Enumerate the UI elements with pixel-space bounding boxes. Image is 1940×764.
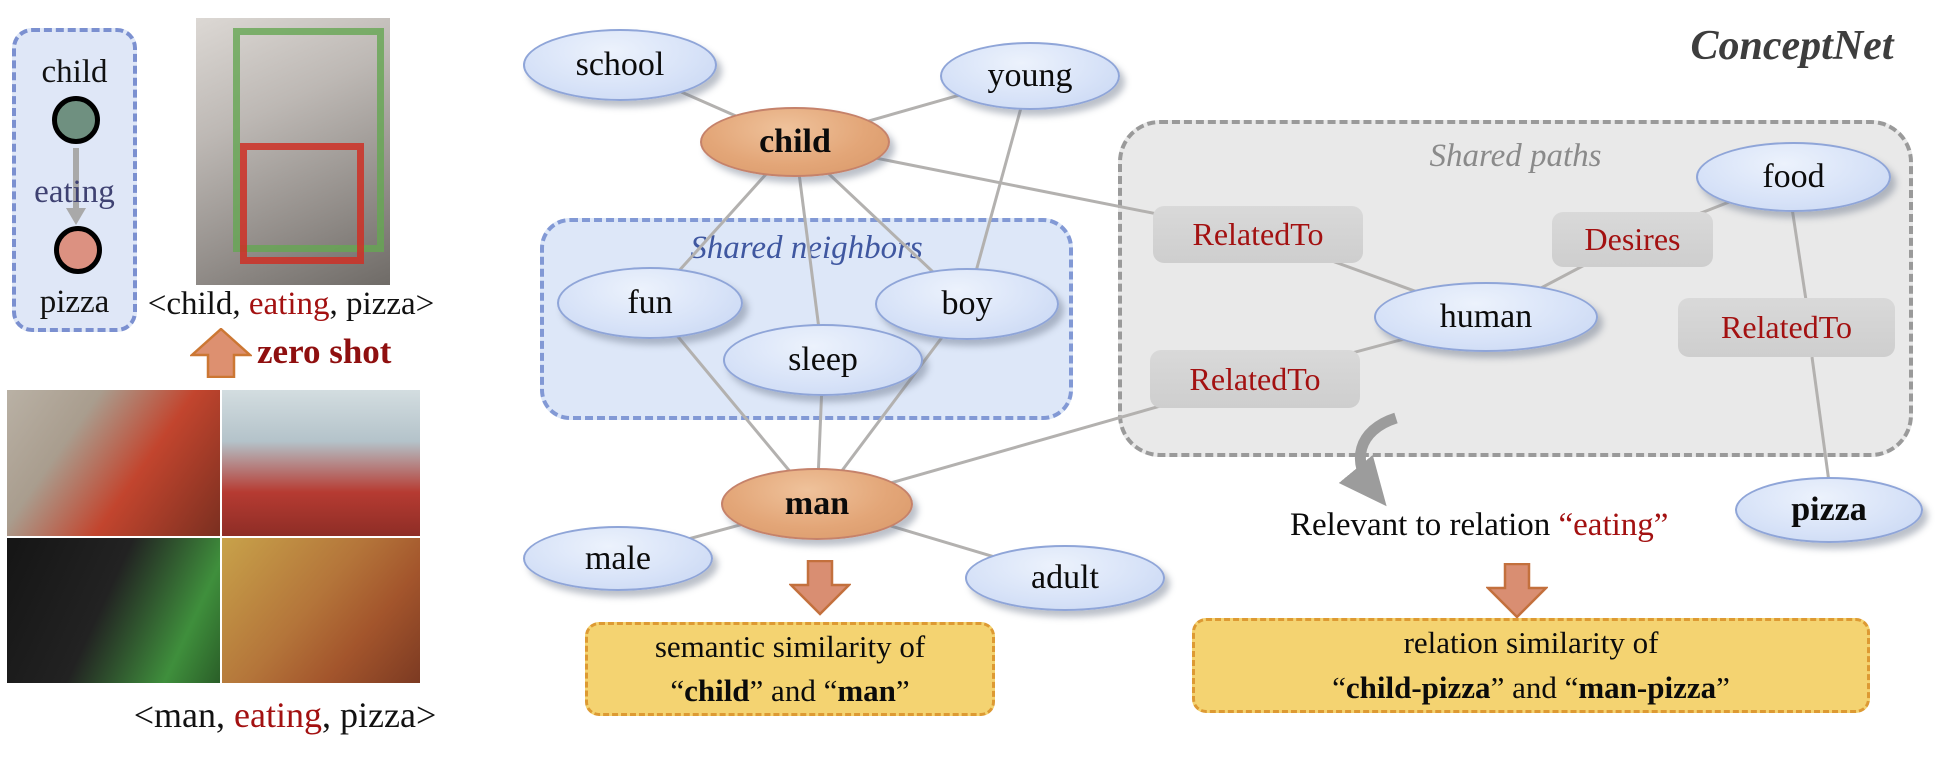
eating-arrow	[66, 148, 86, 225]
node-man-label: man	[784, 485, 850, 522]
relation-mid: ” and “	[1490, 669, 1579, 705]
shared-paths-label: Shared paths	[1429, 138, 1602, 174]
node-school-label: school	[575, 46, 665, 83]
child-eating-pizza-photo	[196, 18, 390, 285]
semantic-term-man: man	[837, 673, 896, 708]
zero-shot-up-arrow	[190, 328, 252, 378]
node-food-label: food	[1762, 158, 1825, 195]
node-human-label: human	[1439, 298, 1533, 335]
semantic-q2: ”	[895, 673, 910, 708]
photo-man-green-shirt	[7, 538, 220, 683]
node-food: food	[1696, 142, 1891, 212]
man-eating-pizza-photos	[7, 390, 420, 683]
caption-child-relation: eating	[248, 286, 330, 322]
object-node-circle	[54, 226, 102, 274]
node-child-label: child	[759, 123, 831, 160]
pizza-bounding-box	[240, 143, 364, 264]
semantic-similarity-arrow	[789, 560, 851, 616]
relation-relatedto-2: RelatedTo	[1150, 350, 1360, 408]
node-adult: adult	[965, 545, 1165, 611]
node-human: human	[1374, 282, 1598, 352]
semantic-similarity-line1: semantic similarity of	[654, 628, 926, 664]
man-triple-caption: <man, eating, pizza>	[130, 694, 440, 736]
relation-similarity-box: relation similarity of “child-pizza” and…	[1192, 618, 1870, 713]
node-sleep: sleep	[723, 324, 923, 396]
semantic-similarity-line2: “child” and “man”	[670, 669, 909, 713]
subject-node-circle	[52, 96, 100, 144]
relation-relatedto-3-label: RelatedTo	[1720, 309, 1853, 345]
relation-desires-label: Desires	[1584, 221, 1681, 257]
node-sleep-label: sleep	[788, 341, 858, 378]
caption-man-relation: eating	[234, 695, 322, 735]
conceptnet-title: ConceptNet	[1690, 23, 1894, 69]
triple-object-label: pizza	[39, 284, 110, 320]
relevant-relation-note: Relevant to relation “eating”	[1290, 507, 1668, 544]
relation-relatedto-1-label: RelatedTo	[1192, 216, 1324, 252]
relation-q1: “	[1332, 669, 1346, 705]
triple-diagram-box: child eating pizza	[12, 28, 137, 332]
semantic-q1: “	[670, 673, 685, 708]
relation-desires: Desires	[1552, 212, 1713, 267]
caption-man-pre: <man,	[133, 695, 235, 735]
relevant-note-highlight: “eating”	[1558, 507, 1669, 543]
relation-q2: ”	[1716, 669, 1730, 705]
relation-similarity-line2: “child-pizza” and “man-pizza”	[1332, 666, 1730, 710]
photo-man-glasses	[7, 390, 220, 536]
person-bounding-box	[233, 28, 384, 252]
node-male-label: male	[584, 539, 652, 577]
semantic-term-child: child	[684, 673, 750, 708]
node-young: young	[940, 42, 1120, 110]
relation-term-child-pizza: child-pizza	[1345, 669, 1491, 705]
relevant-note-pre: Relevant to relation	[1290, 507, 1559, 543]
child-triple-caption: <child, eating, pizza>	[146, 286, 436, 323]
node-child: child	[700, 107, 890, 177]
node-fun: fun	[557, 267, 743, 339]
semantic-similarity-box: semantic similarity of “child” and “man”	[585, 622, 995, 716]
node-male: male	[523, 526, 713, 591]
node-pizza-label: pizza	[1791, 491, 1867, 528]
node-young-label: young	[987, 57, 1073, 94]
node-adult-label: adult	[1031, 559, 1099, 596]
node-boy-label: boy	[941, 285, 993, 322]
caption-child-pre: <child,	[147, 286, 249, 322]
node-man: man	[721, 468, 913, 540]
relation-similarity-arrow	[1486, 563, 1548, 619]
relation-similarity-line1: relation similarity of	[1403, 625, 1659, 661]
zero-shot-label: zero shot	[257, 332, 392, 371]
relation-relatedto-2-label: RelatedTo	[1189, 360, 1321, 397]
relation-relatedto-1: RelatedTo	[1153, 206, 1363, 263]
caption-child-post: , pizza>	[329, 286, 435, 322]
node-school: school	[523, 29, 717, 101]
semantic-mid: ” and “	[749, 673, 838, 708]
relation-relatedto-3: RelatedTo	[1678, 298, 1895, 357]
shared-neighbors-label: Shared neighbors	[690, 230, 923, 266]
relation-term-man-pizza: man-pizza	[1578, 669, 1717, 705]
node-fun-label: fun	[627, 284, 673, 321]
triple-relation-label: eating	[34, 174, 115, 210]
node-pizza: pizza	[1735, 477, 1923, 543]
caption-man-post: , pizza>	[322, 695, 437, 735]
photo-two-men	[222, 390, 420, 536]
triple-subject-label: child	[41, 54, 108, 90]
node-boy: boy	[875, 268, 1059, 340]
photo-pizza-restaurant	[222, 538, 420, 683]
